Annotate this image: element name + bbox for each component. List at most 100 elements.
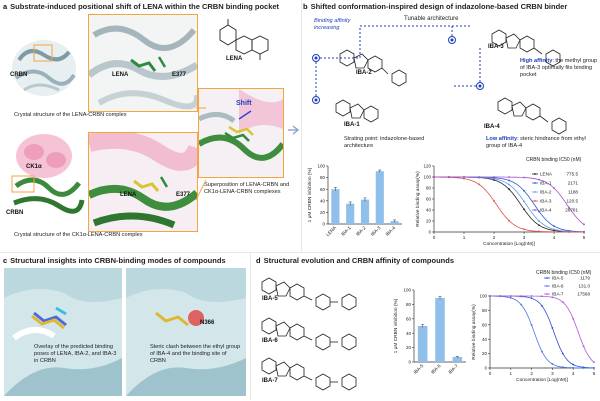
panel-b-scheme (312, 25, 567, 135)
steric-clash-structure (126, 268, 246, 396)
x-tick-label: IBA-4 (385, 225, 397, 237)
iba2-label: IBA-2 (356, 70, 372, 76)
panel-a-arrows (195, 107, 300, 201)
y-tick-label: 0 (428, 230, 431, 235)
x-tick-label: 5 (593, 371, 596, 376)
legend-value-iba-7: 17568 (577, 292, 590, 297)
chart-title: CRBN binding IC50 (nM) (526, 157, 582, 163)
horizontal-divider (0, 252, 600, 253)
iba1-label: IBA-1 (344, 122, 360, 128)
y-tick-label: 80 (320, 175, 326, 180)
point-iba-4 (433, 176, 435, 178)
legend-marker (534, 182, 536, 184)
x-tick-label: 2 (530, 371, 533, 376)
y-tick-label: 60 (426, 197, 432, 202)
point-iba-6 (509, 296, 512, 299)
point-iba-6 (572, 366, 575, 369)
point-lena (493, 179, 495, 181)
point-iba-7 (541, 295, 543, 298)
point-iba-6 (593, 367, 595, 369)
chart-title: CRBN binding IC50 (nM) (536, 270, 592, 276)
point-iba-4 (478, 176, 480, 178)
y-tick-label: 80 (406, 302, 412, 307)
lena-molecule (212, 10, 282, 62)
x-tick-label: LENA (325, 225, 338, 238)
y-tick-label: 20 (482, 351, 488, 356)
point-iba-2 (508, 183, 510, 186)
caption-superposition: Superposition of LENA-CRBN and CK1α-LENA… (204, 182, 290, 195)
point-iba-7 (561, 301, 564, 303)
lena-crbn-overview (4, 30, 84, 102)
y-tick-label: 20 (406, 345, 412, 350)
bar-iba-7 (452, 356, 463, 362)
high-affinity-text: : the methyl group of IBA-3 optimally fi… (520, 58, 598, 78)
legend-name-iba-1: IBA-1 (540, 181, 552, 186)
y-axis-label: 1 μM CRBN inhibition (%) (393, 298, 399, 353)
point-iba-5 (541, 304, 543, 307)
x-tick-label: 1 (510, 371, 513, 376)
tunable-architecture-label: Tunable architecture (404, 16, 459, 22)
x-tick-label: IBA-6 (430, 363, 442, 375)
point-iba-7 (499, 295, 502, 297)
ck1a-lena-crbn-zoom (86, 130, 206, 232)
point-iba-3 (478, 183, 480, 186)
binding-pose-overlay-image (4, 268, 122, 396)
bar-iba-3 (375, 171, 384, 224)
ck1a-lena-crbn-zoom-image (86, 130, 206, 229)
iba2-structure (339, 49, 407, 87)
y-tick-label: 100 (317, 164, 325, 169)
x-tick-label: 4 (553, 235, 556, 240)
point-iba-7 (582, 345, 585, 348)
x-tick-label: 1 (463, 235, 466, 240)
y-tick-label: 100 (423, 175, 431, 180)
point-iba-4 (583, 223, 585, 226)
point-iba-3 (493, 200, 495, 202)
legend-marker (546, 277, 548, 279)
n366-label: N366 (200, 320, 215, 326)
point-iba-6 (530, 324, 533, 327)
point-iba-4 (538, 178, 540, 181)
x-tick-label: IBA-7 (447, 363, 459, 375)
point-iba-1 (523, 189, 525, 192)
point-iba-3 (508, 219, 510, 222)
point-lena (508, 188, 510, 191)
point-iba-7 (551, 296, 554, 299)
bar-iba-5 (417, 326, 428, 362)
lena-zoom-label: LENA (112, 72, 129, 78)
point-iba-6 (520, 303, 523, 306)
starting-point-caption: Strating point: indazolone-based archite… (344, 136, 425, 149)
low-affinity-keyword: Low affinity (486, 136, 518, 142)
point-iba-3 (583, 231, 585, 233)
point-iba-3 (568, 231, 570, 233)
point-iba-7 (489, 295, 491, 297)
caption-lena-crbn: Crystal structure of the LENA-CRBN compl… (14, 112, 127, 118)
legend-value-iba-5: 1179 (580, 276, 590, 281)
y-tick-label: 100 (479, 294, 487, 299)
legend-value-lena: 775.5 (567, 172, 579, 177)
point-iba-7 (572, 317, 575, 320)
point-iba-2 (523, 200, 525, 203)
legend-value-iba-4: 26781 (565, 208, 578, 213)
iba6-label: IBA-6 (262, 338, 278, 344)
superposition-structure (197, 89, 286, 161)
iba5-structure (261, 277, 357, 311)
legend-name-iba-7: IBA-7 (552, 292, 564, 297)
low-affinity-text: : steric hindrance from ethyl group of I… (486, 136, 586, 149)
bar-iba-1 (346, 203, 355, 224)
point-iba-6 (551, 363, 554, 365)
iba7-label: IBA-7 (262, 378, 278, 384)
bar-iba-2 (360, 199, 370, 224)
x-tick-label: 3 (523, 235, 526, 240)
panel-d-scheme (261, 277, 357, 391)
point-iba-3 (463, 177, 465, 180)
lena-molecule-label: LENA (226, 56, 243, 62)
steric-clash-image (126, 268, 246, 396)
legend-name-iba-6: IBA-6 (552, 284, 564, 289)
shift-label: Shift (236, 100, 252, 107)
point-iba-4 (448, 176, 450, 178)
point-lena (523, 208, 525, 211)
x-tick-label: IBA-2 (355, 225, 367, 237)
